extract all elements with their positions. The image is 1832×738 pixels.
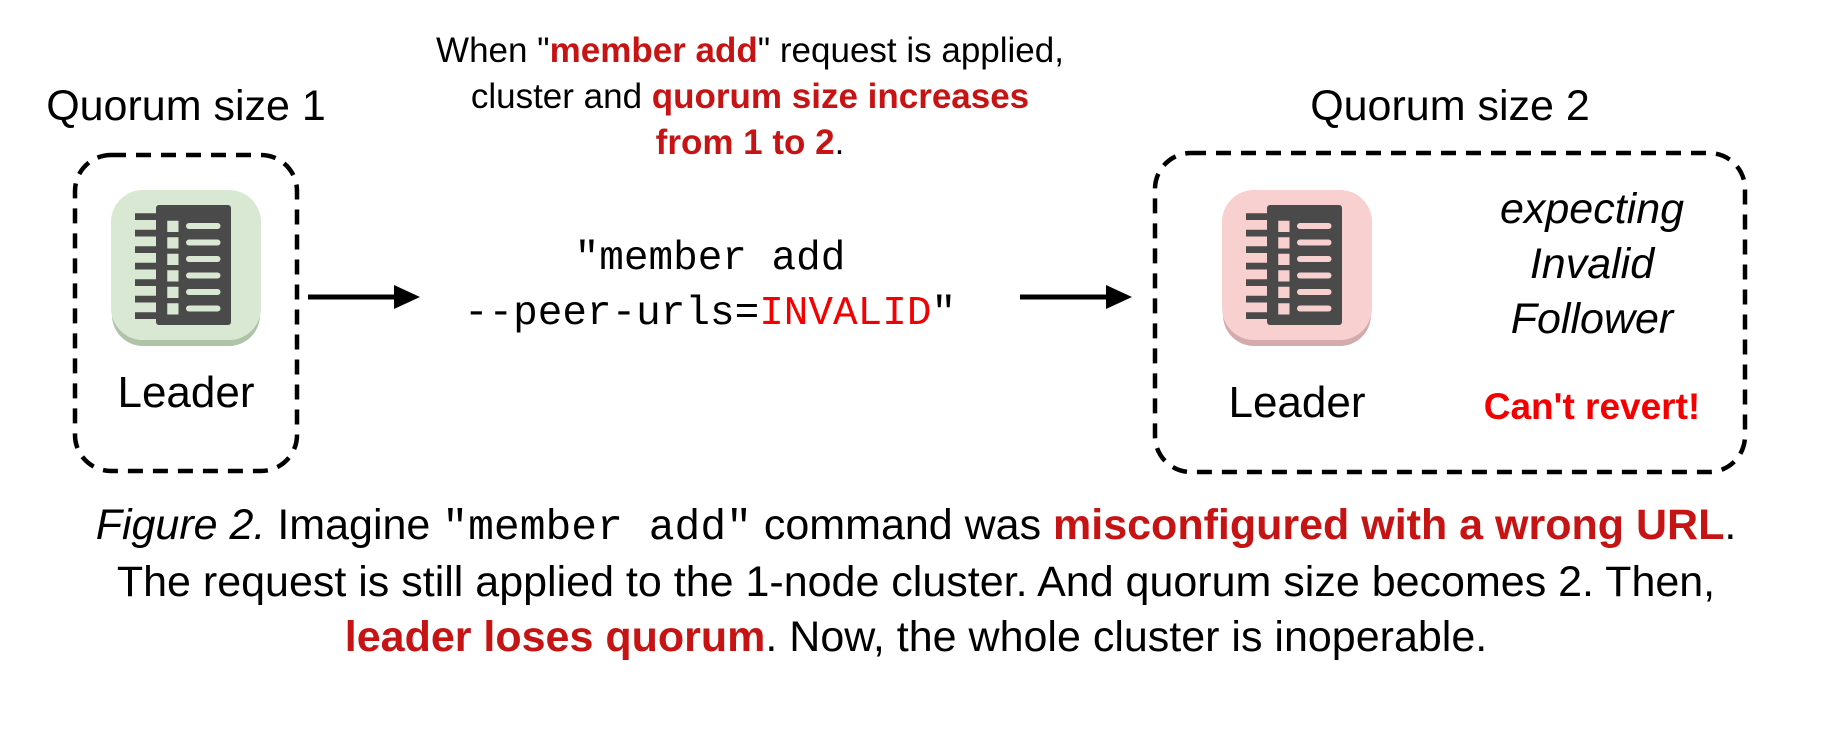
member-add-annotation: When "member add" request is applied, cl… (385, 28, 1115, 166)
caption-segment: . Now, the whole cluster is inoperable. (765, 613, 1488, 661)
caption-segment: leader loses quorum (344, 613, 766, 661)
arrow-right-icon (1018, 282, 1134, 317)
right-cluster-title: Quorum size 2 (1310, 82, 1590, 130)
command-line: "member add (385, 232, 1035, 287)
command-segment: "member add (574, 236, 846, 282)
annotation-segment: cluster and (470, 77, 652, 116)
member-add-command: "member add --peer-urls=INVALID" (385, 232, 1035, 342)
annotation-line: cluster and quorum size increases (385, 74, 1115, 120)
right-cluster-box: Leader expecting Invalid Follower Can't … (1152, 150, 1748, 475)
annotation-segment: member add (549, 31, 758, 70)
caption-segment: "member add" (442, 503, 752, 552)
log-list-icon (1222, 190, 1372, 340)
annotation-line: from 1 to 2. (385, 120, 1115, 166)
caption-segment: misconfigured with a wrong URL (1053, 501, 1725, 549)
command-segment: " (931, 291, 957, 337)
caption-segment: Imagine (265, 501, 443, 549)
cant-revert-warning: Can't revert! (1483, 386, 1701, 427)
caption-segment: . (1724, 501, 1737, 549)
figure-caption: Figure 2. Imagine "member add" command w… (0, 498, 1832, 665)
log-list-glyph (1246, 205, 1342, 325)
arrow-left-icon (306, 282, 422, 317)
caption-segment: Figure 2. (95, 501, 266, 549)
caption-line: Figure 2. Imagine "member add" command w… (0, 498, 1832, 555)
annotation-line: When "member add" request is applied, (385, 28, 1115, 74)
caption-line: The request is still applied to the 1-no… (0, 555, 1832, 610)
status-line: expecting (1499, 185, 1685, 233)
caption-line: leader loses quorum. Now, the whole clus… (0, 610, 1832, 665)
dashed-border (1152, 150, 1748, 475)
log-list-icon (111, 190, 261, 340)
left-cluster-title: Quorum size 1 (46, 82, 326, 130)
dashed-border (72, 152, 300, 474)
status-line: Invalid (1529, 240, 1655, 288)
command-segment: --peer-urls= (463, 291, 760, 337)
log-list-glyph (135, 205, 231, 325)
annotation-segment: from 1 to 2 (655, 123, 835, 162)
caption-segment: The request is still applied to the 1-no… (116, 558, 1716, 606)
caption-segment: command was (751, 501, 1054, 549)
command-line: --peer-urls=INVALID" (385, 287, 1035, 342)
command-segment: INVALID (759, 291, 932, 337)
left-cluster-box: Leader (72, 152, 300, 474)
right-node-label: Leader (1228, 378, 1366, 427)
status-line: Follower (1510, 295, 1674, 343)
expecting-follower-status: expecting Invalid Follower (1442, 182, 1742, 347)
annotation-segment: " request is applied, (757, 31, 1064, 70)
annotation-segment: When " (436, 31, 550, 70)
annotation-segment: . (834, 123, 845, 162)
annotation-segment: quorum size increases (651, 77, 1030, 116)
left-node-label: Leader (117, 368, 255, 417)
